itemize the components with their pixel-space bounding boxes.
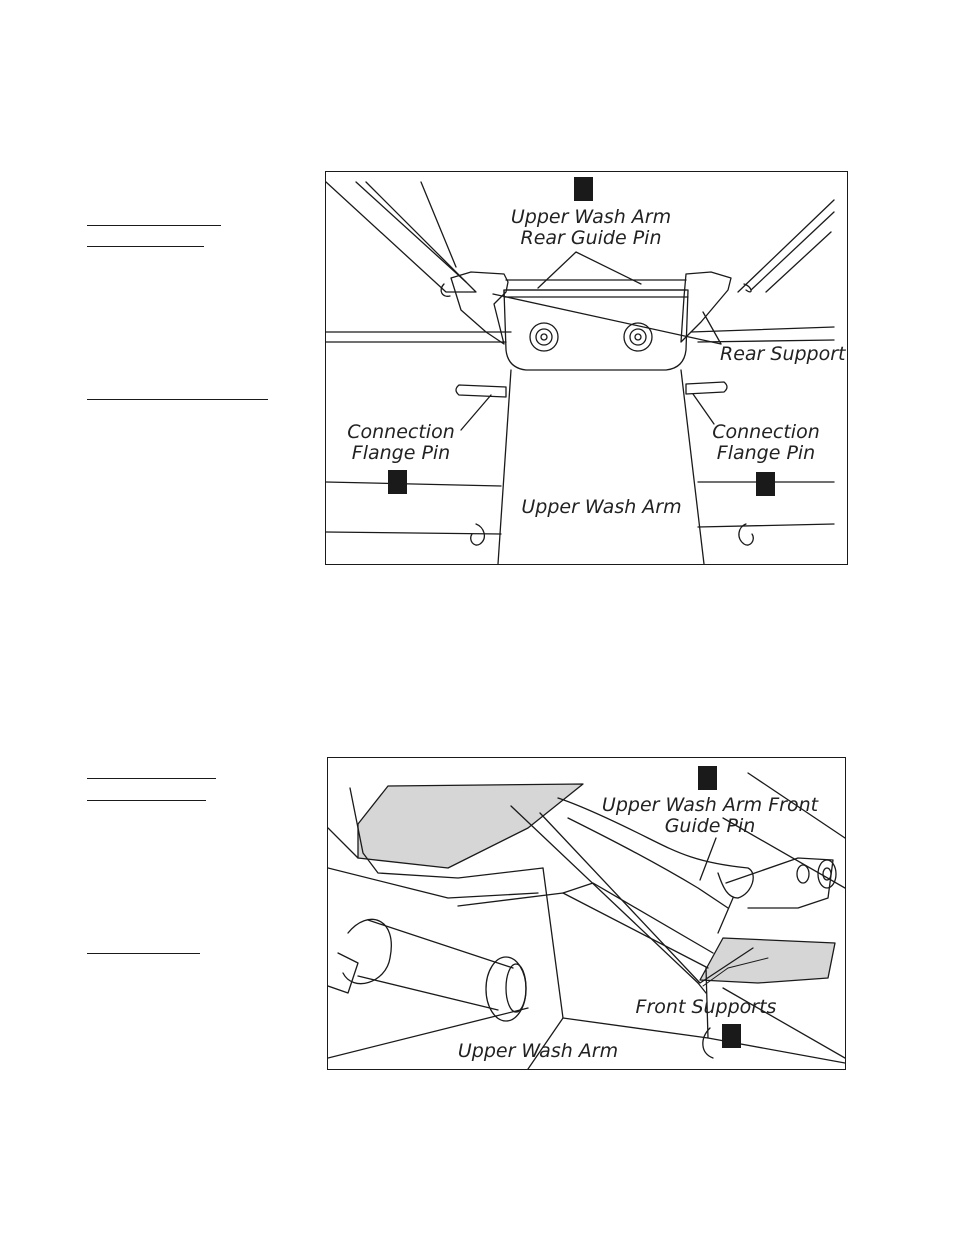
- callout-marker-right: [756, 472, 775, 496]
- label-rear-guide-pin: Upper Wash Arm Rear Guide Pin: [510, 206, 672, 249]
- figure-front-guide-pin: Upper Wash Arm Front Guide Pin Front Sup…: [327, 757, 846, 1070]
- margin-rule-4: [87, 778, 216, 779]
- label-wash-arm-rear: Upper Wash Arm: [521, 496, 682, 518]
- label-wash-arm-front: Upper Wash Arm: [457, 1040, 619, 1062]
- margin-rule-5: [87, 800, 206, 801]
- callout-marker-front-top: [698, 766, 717, 790]
- margin-rule-3: [87, 399, 268, 400]
- margin-rule-6: [87, 953, 200, 954]
- label-front-supports: Front Supports: [635, 996, 777, 1018]
- callout-marker-left: [388, 470, 407, 494]
- label-rear-support: Rear Support: [720, 343, 846, 365]
- label-right-flange-pin: Connection Flange Pin: [712, 421, 820, 464]
- label-front-guide-pin: Upper Wash Arm Front Guide Pin: [601, 794, 819, 837]
- rear-assembly-drawing: [326, 181, 835, 564]
- figure-rear-guide-pin: Upper Wash Arm Rear Guide Pin Rear Suppo…: [325, 171, 848, 565]
- callout-marker-top: [574, 177, 593, 201]
- front-assembly-drawing: [328, 772, 845, 1069]
- callout-marker-front-bottom: [722, 1024, 741, 1048]
- margin-rule-2: [87, 246, 204, 247]
- margin-rule-1: [87, 225, 221, 226]
- label-left-flange-pin: Connection Flange Pin: [347, 421, 455, 464]
